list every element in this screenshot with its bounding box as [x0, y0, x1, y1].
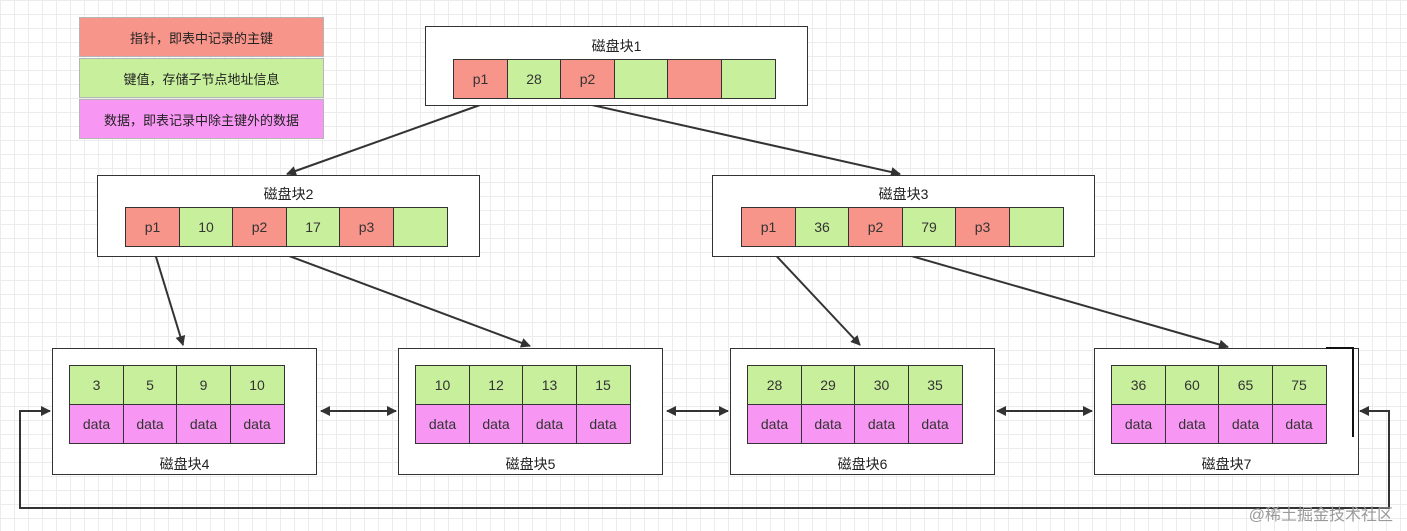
loop-b7-to-b4 [19, 406, 1390, 509]
block-title: 磁盘块7 [1201, 456, 1252, 472]
disk-block-2: 磁盘块2 p1 10 p2 17 p3 [97, 175, 480, 257]
key-cell: 75 [1271, 365, 1327, 405]
key-cell: 10 [178, 207, 234, 247]
block-title: 磁盘块4 [159, 456, 210, 472]
key-cell: 5 [122, 365, 178, 405]
data-row: data data data data [69, 404, 285, 444]
key-cell: 36 [794, 207, 850, 247]
arrow-b1-to-b3 [591, 104, 901, 177]
key-cell: 79 [901, 207, 957, 247]
key-row: 36 60 65 75 [1111, 365, 1327, 405]
block-title: 磁盘块3 [878, 186, 929, 202]
key-cell: 3 [69, 365, 124, 405]
key-cell: 10 [229, 365, 285, 405]
key-cell: 9 [176, 365, 231, 405]
data-cell: data [1271, 404, 1327, 444]
pointer-cell: p3 [339, 207, 394, 247]
data-cell: data [468, 404, 524, 444]
block-title: 磁盘块6 [837, 456, 888, 472]
block-cells: p1 28 p2 [453, 59, 776, 99]
disk-block-3: 磁盘块3 p1 36 p2 79 p3 [712, 175, 1095, 257]
data-cell: data [122, 404, 178, 444]
data-cell: data [415, 404, 470, 444]
pointer-cell: p2 [232, 207, 287, 247]
data-cell: data [854, 404, 909, 444]
data-cell: data [522, 404, 577, 444]
block-cells: p1 36 p2 79 p3 [741, 207, 1064, 247]
data-cell: data [176, 404, 231, 444]
watermark: @稀土掘金技术社区 [1248, 507, 1393, 524]
arrow-b3-to-b6 [767, 246, 861, 346]
data-cell: data [1164, 404, 1220, 444]
block-title: 磁盘块1 [591, 38, 642, 54]
legend-data: 数据，即表记录中除主键外的数据 [79, 99, 324, 139]
data-row: data data data data [1111, 404, 1327, 444]
disk-block-7: 36 60 65 75 data data data data 磁盘块7 [1094, 348, 1359, 475]
key-cell: 36 [1111, 365, 1166, 405]
pointer-cell: p2 [560, 59, 615, 99]
key-cell: 13 [522, 365, 577, 405]
key-cell: 10 [415, 365, 470, 405]
data-cell: data [1218, 404, 1273, 444]
corner-bracket-mark [1326, 347, 1354, 437]
key-row: 10 12 13 15 [415, 365, 631, 405]
key-cell: 12 [468, 365, 524, 405]
pointer-cell: p1 [741, 207, 796, 247]
key-cell [1008, 207, 1064, 247]
pointer-cell: p3 [955, 207, 1010, 247]
pointer-cell: p1 [125, 207, 180, 247]
arrow-b3-to-b7 [879, 246, 1229, 350]
data-cell: data [1111, 404, 1166, 444]
key-cell: 28 [506, 59, 562, 99]
disk-block-6: 28 29 30 35 data data data data 磁盘块6 [730, 348, 995, 475]
pointer-cell [667, 59, 722, 99]
key-cell [613, 59, 669, 99]
key-cell: 15 [575, 365, 631, 405]
key-cell: 60 [1164, 365, 1220, 405]
arrow-b2-to-b5 [264, 246, 531, 348]
key-cell [392, 207, 448, 247]
data-row: data data data data [415, 404, 631, 444]
disk-block-5: 10 12 13 15 data data data data 磁盘块5 [398, 348, 663, 475]
legend-key: 键值，存储子节点地址信息 [79, 58, 324, 98]
key-cell: 29 [800, 365, 856, 405]
block-title: 磁盘块2 [263, 186, 314, 202]
data-cell: data [575, 404, 631, 444]
data-row: data data data data [747, 404, 963, 444]
arrow-b1-to-b2 [286, 104, 481, 176]
key-row: 3 5 9 10 [69, 365, 285, 405]
arrow-b2-to-b4 [152, 246, 186, 346]
legend-pointer: 指针，即表中记录的主键 [79, 17, 324, 57]
key-cell [720, 59, 776, 99]
key-cell: 35 [907, 365, 963, 405]
disk-block-4: 3 5 9 10 data data data data 磁盘块4 [52, 348, 317, 475]
pointer-cell: p2 [848, 207, 903, 247]
data-cell: data [907, 404, 963, 444]
data-cell: data [69, 404, 124, 444]
data-cell: data [800, 404, 856, 444]
block-cells: p1 10 p2 17 p3 [125, 207, 448, 247]
disk-block-1: 磁盘块1 p1 28 p2 [425, 26, 808, 106]
key-cell: 30 [854, 365, 909, 405]
key-cell: 17 [285, 207, 341, 247]
key-cell: 28 [747, 365, 802, 405]
pointer-cell: p1 [453, 59, 508, 99]
data-cell: data [747, 404, 802, 444]
key-cell: 65 [1218, 365, 1273, 405]
data-cell: data [229, 404, 285, 444]
block-title: 磁盘块5 [505, 456, 556, 472]
key-row: 28 29 30 35 [747, 365, 963, 405]
